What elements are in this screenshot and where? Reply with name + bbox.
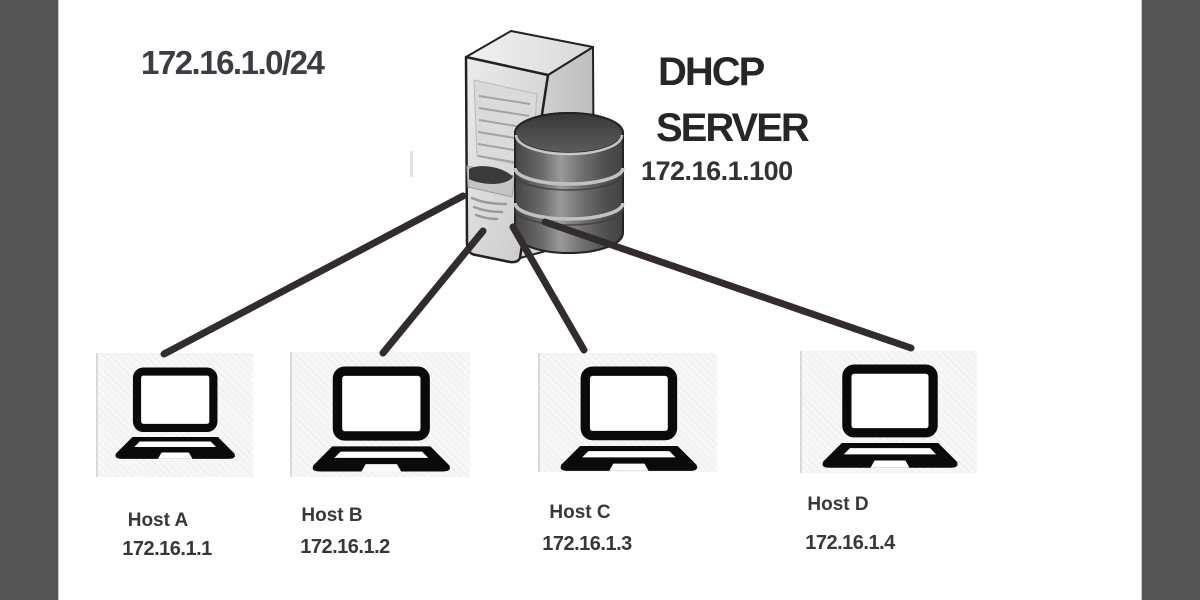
host-d-ip: 172.16.1.4 — [805, 532, 895, 554]
subnet-label: 172.16.1.0/24 — [141, 44, 325, 81]
host-b-name: Host B — [301, 505, 363, 526]
server-title-line1: DHCP — [658, 50, 765, 94]
laptop-icon — [107, 367, 243, 469]
laptop-icon — [551, 366, 707, 482]
host-d-name: Host D — [807, 494, 869, 515]
host-b-node — [290, 352, 470, 477]
laptop-icon — [813, 364, 967, 479]
host-a-node — [96, 353, 253, 477]
host-b-ip: 172.16.1.2 — [300, 536, 390, 558]
host-c-ip: 172.16.1.3 — [542, 533, 632, 555]
wire-server-to-host-a — [160, 192, 467, 358]
server-title-line2: SERVER — [656, 106, 810, 150]
laptop-icon — [303, 366, 460, 483]
host-c-node — [538, 353, 717, 472]
server-ip-label: 172.16.1.100 — [641, 156, 793, 186]
left-side-panel — [0, 0, 59, 600]
host-a-name: Host A — [127, 510, 189, 531]
database-icon — [513, 112, 625, 254]
host-d-node — [800, 351, 977, 473]
right-side-panel — [1141, 0, 1200, 600]
host-c-name: Host C — [549, 502, 611, 523]
server-tower-with-database-icon — [464, 30, 625, 264]
stray-mark — [410, 151, 413, 177]
host-a-ip: 172.16.1.1 — [122, 538, 212, 560]
